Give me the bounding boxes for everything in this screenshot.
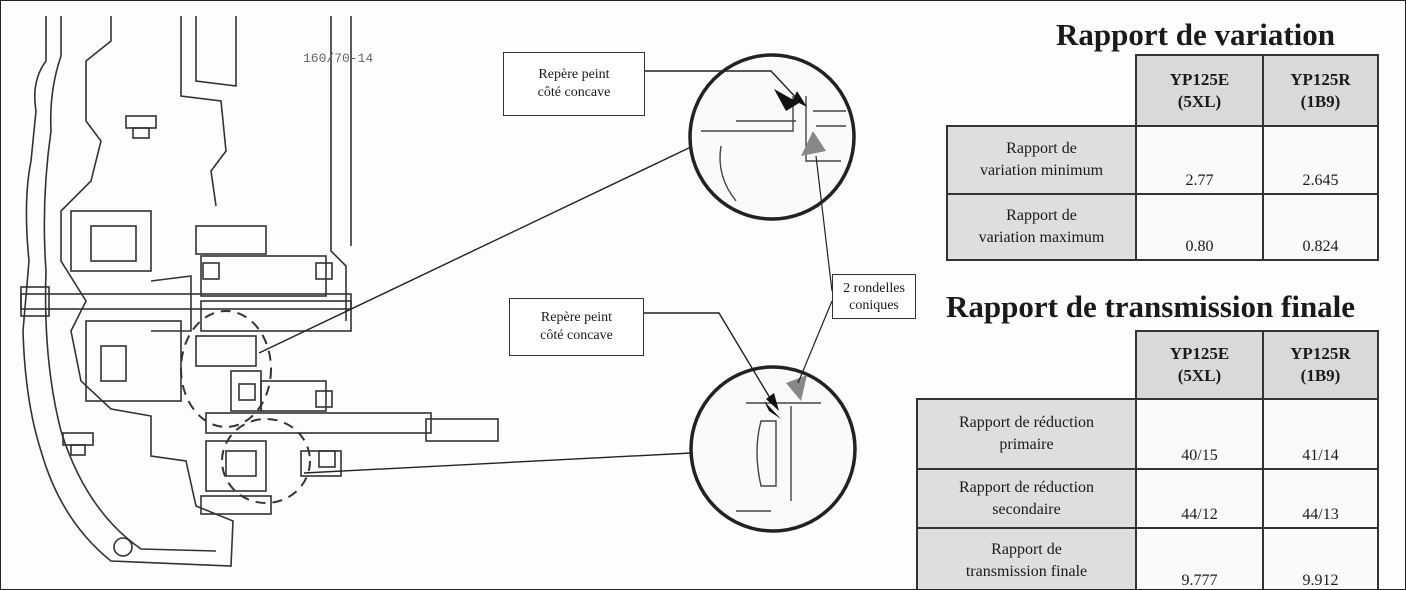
transmission-cross-section-drawing [20, 16, 857, 567]
transmission-table: YP125E (5XL) YP125R (1B9) Rapport de réd… [916, 330, 1379, 589]
cell-value: 44/12 [1135, 468, 1264, 529]
table-row: Rapport de transmission finale 9.777 9.9… [916, 527, 1379, 589]
painted-mark-callout-top: Repère peint côté concave [503, 52, 645, 116]
variation-header-row: YP125E (5XL) YP125R (1B9) [947, 54, 1379, 127]
cell-value: 9.912 [1262, 527, 1379, 589]
variation-table: YP125E (5XL) YP125R (1B9) Rapport de var… [946, 54, 1379, 261]
row-label: Rapport de transmission finale [916, 527, 1137, 589]
row-label: Rapport de variation maximum [946, 193, 1137, 261]
row-label: Rapport de variation minimum [946, 125, 1137, 195]
table-row: Rapport de variation minimum 2.77 2.645 [946, 125, 1379, 195]
cell-value: 0.80 [1135, 193, 1264, 261]
callout-top-line1: Repère peint [538, 67, 610, 82]
cell-value: 2.645 [1262, 125, 1379, 195]
cell-value: 0.824 [1262, 193, 1379, 261]
callout-bottom-line1: Repère peint [540, 310, 613, 325]
callout-top-line2: côté concave [537, 85, 611, 100]
callout-washers-line1: 2 rondelles [843, 280, 905, 296]
callout-washers-line2: coniques [849, 297, 899, 313]
table-row: Rapport de réduction primaire 40/15 41/1… [916, 398, 1379, 470]
table-row: Rapport de réduction secondaire 44/12 44… [916, 468, 1379, 529]
cell-value: 44/13 [1262, 468, 1379, 529]
transmission-title: Rapport de transmission finale [946, 289, 1356, 324]
transmission-header-row: YP125E (5XL) YP125R (1B9) [917, 330, 1379, 400]
variation-col-yp125e: YP125E (5XL) [1135, 54, 1264, 127]
row-label: Rapport de réduction primaire [916, 398, 1137, 470]
variation-col-yp125r: YP125R (1B9) [1262, 54, 1379, 127]
cell-value: 2.77 [1135, 125, 1264, 195]
row-label: Rapport de réduction secondaire [916, 468, 1137, 529]
table-row: Rapport de variation maximum 0.80 0.824 [946, 193, 1379, 261]
cell-value: 9.777 [1135, 527, 1264, 589]
callout-bottom-line2: côté concave [540, 328, 613, 343]
variation-title: Rapport de variation [1056, 17, 1335, 52]
conical-washers-callout: 2 rondelles coniques [832, 274, 916, 319]
cell-value: 40/15 [1135, 398, 1264, 470]
part-code-label: 160/70-14 [303, 51, 374, 66]
cell-value: 41/14 [1262, 398, 1379, 470]
painted-mark-callout-bottom: Repère peint côté concave [509, 298, 644, 356]
transmission-col-yp125e: YP125E (5XL) [1135, 330, 1264, 400]
transmission-col-yp125r: YP125R (1B9) [1262, 330, 1379, 400]
